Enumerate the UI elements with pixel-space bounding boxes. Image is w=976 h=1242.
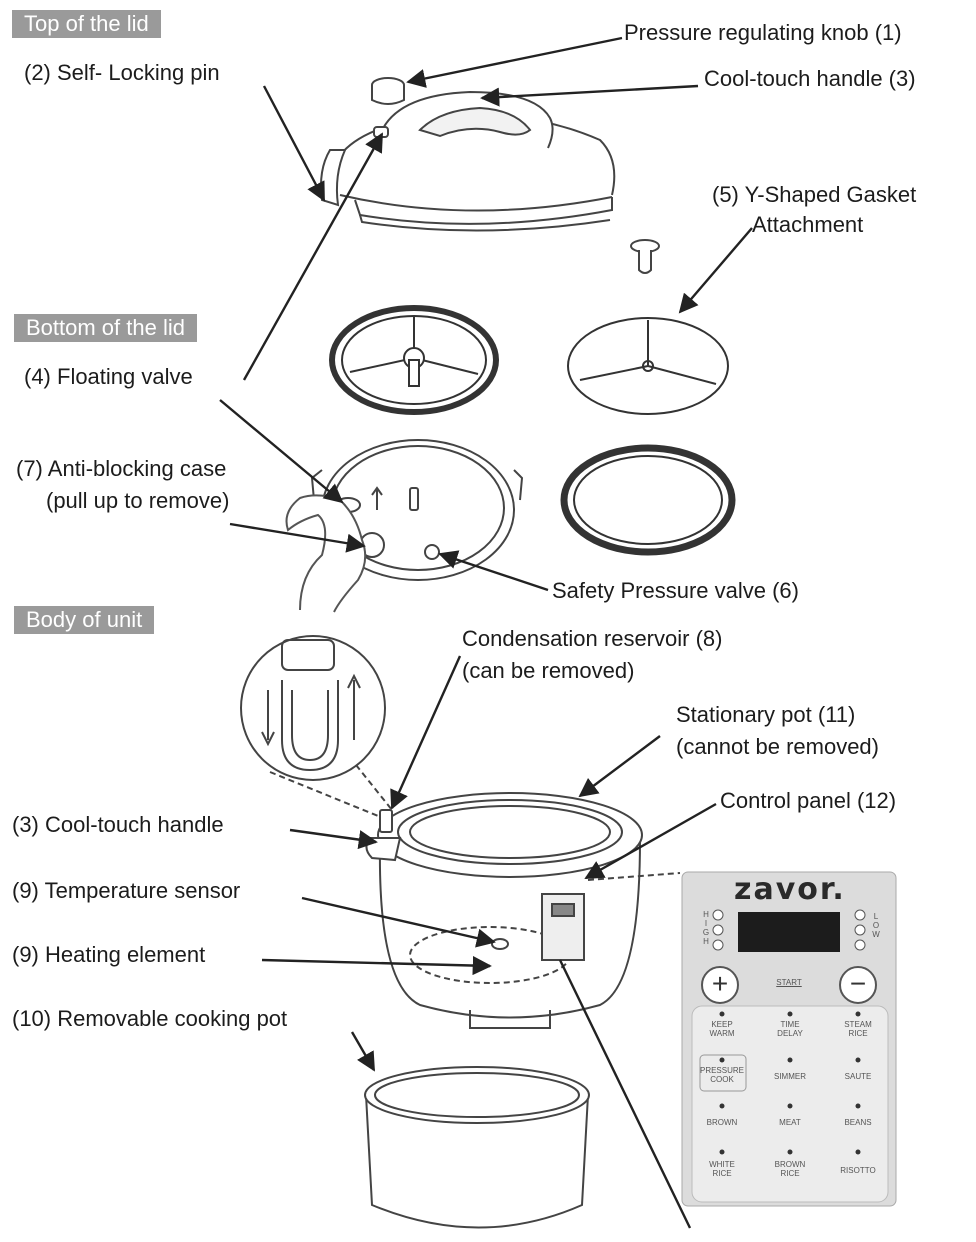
label-anti-blocking-line1: (7) Anti-blocking case (16, 456, 227, 481)
label-pressure-knob: Pressure regulating knob (1) (624, 20, 902, 45)
label-temperature-sensor: (9) Temperature sensor (12, 878, 241, 903)
leader-lines (219, 36, 753, 1229)
lid-gasket-ring-left (329, 305, 499, 415)
label-condensation-line2: (can be removed) (462, 658, 635, 683)
minus-icon: − (849, 968, 867, 999)
label-anti-blocking-line2: (pull up to remove) (46, 488, 230, 513)
panel-button-label: MEAT (779, 1118, 801, 1127)
label-removable-cooking-pot: (10) Removable cooking pot (12, 1006, 288, 1031)
arrow-handle-top (480, 84, 699, 107)
label-condensation-line1: Condensation reservoir (8) (462, 626, 723, 651)
brand-logo: zavor. (734, 872, 846, 907)
panel-button-label: PRESSURE COOK (699, 1066, 744, 1084)
panel-button-label: SAUTE (844, 1072, 872, 1081)
arrow-control-panel (584, 802, 717, 880)
panel-button-label: KEEP WARM (709, 1020, 735, 1038)
label-safety-pressure-valve: Safety Pressure valve (6) (552, 578, 799, 603)
condensation-zoom-circle (240, 635, 393, 821)
control-panel-illustration (681, 871, 897, 1207)
cooker-body (365, 792, 681, 1029)
panel-button-label: BROWN (706, 1118, 738, 1127)
section-body-of-unit: Body of unit (14, 606, 155, 634)
label-self-locking-pin: (2) Self- Locking pin (24, 60, 220, 85)
y-gasket-attachment (567, 317, 729, 415)
panel-button-label: STEAM RICE (844, 1020, 872, 1038)
panel-button-label: BEANS (844, 1118, 872, 1127)
arrow-temp-sensor (301, 896, 496, 948)
label-stationary-line1: Stationary pot (11) (676, 702, 856, 727)
label-cool-touch-handle-top: Cool-touch handle (3) (704, 66, 916, 91)
gasket-attachment-piece (630, 239, 660, 274)
arrow-condensation (390, 655, 462, 810)
arrow-handle-body (289, 828, 378, 850)
label-gasket-line2: Attachment (752, 212, 864, 237)
arrow-safety-valve (438, 550, 549, 592)
panel-button-label: TIME DELAY (777, 1020, 803, 1038)
arrow-floating-valve (219, 399, 344, 504)
label-control-panel: Control panel (12) (720, 788, 897, 813)
section-top-of-lid: Top of the lid (12, 10, 161, 38)
arrow-panel-link (558, 959, 692, 1229)
arrow-removable-pot (350, 1031, 376, 1072)
plus-icon: + (711, 968, 729, 999)
panel-button-label: WHITE RICE (709, 1160, 735, 1178)
panel-button-label: BROWN RICE (774, 1160, 806, 1178)
panel-button-label: RISOTTO (840, 1166, 876, 1175)
arrow-anti-blocking (229, 522, 366, 553)
label-gasket-line1: (5) Y-Shaped Gasket (712, 182, 917, 207)
label-cool-touch-handle-body: (3) Cool-touch handle (12, 812, 224, 837)
label-stationary-line2: (cannot be removed) (676, 734, 879, 759)
panel-start-label: START (776, 978, 802, 987)
section-bottom-of-lid: Bottom of the lid (14, 314, 197, 342)
arrow-heating (261, 955, 492, 976)
arrow-knob (406, 36, 623, 88)
label-heating-element: (9) Heating element (12, 942, 206, 967)
arrow-floating-valve-up (242, 132, 384, 381)
arrow-stationary (578, 735, 661, 798)
arrow-self-locking-pin (262, 85, 326, 202)
lid-gasket-ring-right (560, 444, 736, 556)
label-floating-valve: (4) Floating valve (24, 364, 193, 389)
panel-button-label: SIMMER (774, 1072, 806, 1081)
removable-pot-illustration (364, 1066, 590, 1229)
lid-top-illustration (320, 77, 616, 232)
arrow-gasket (678, 227, 753, 314)
